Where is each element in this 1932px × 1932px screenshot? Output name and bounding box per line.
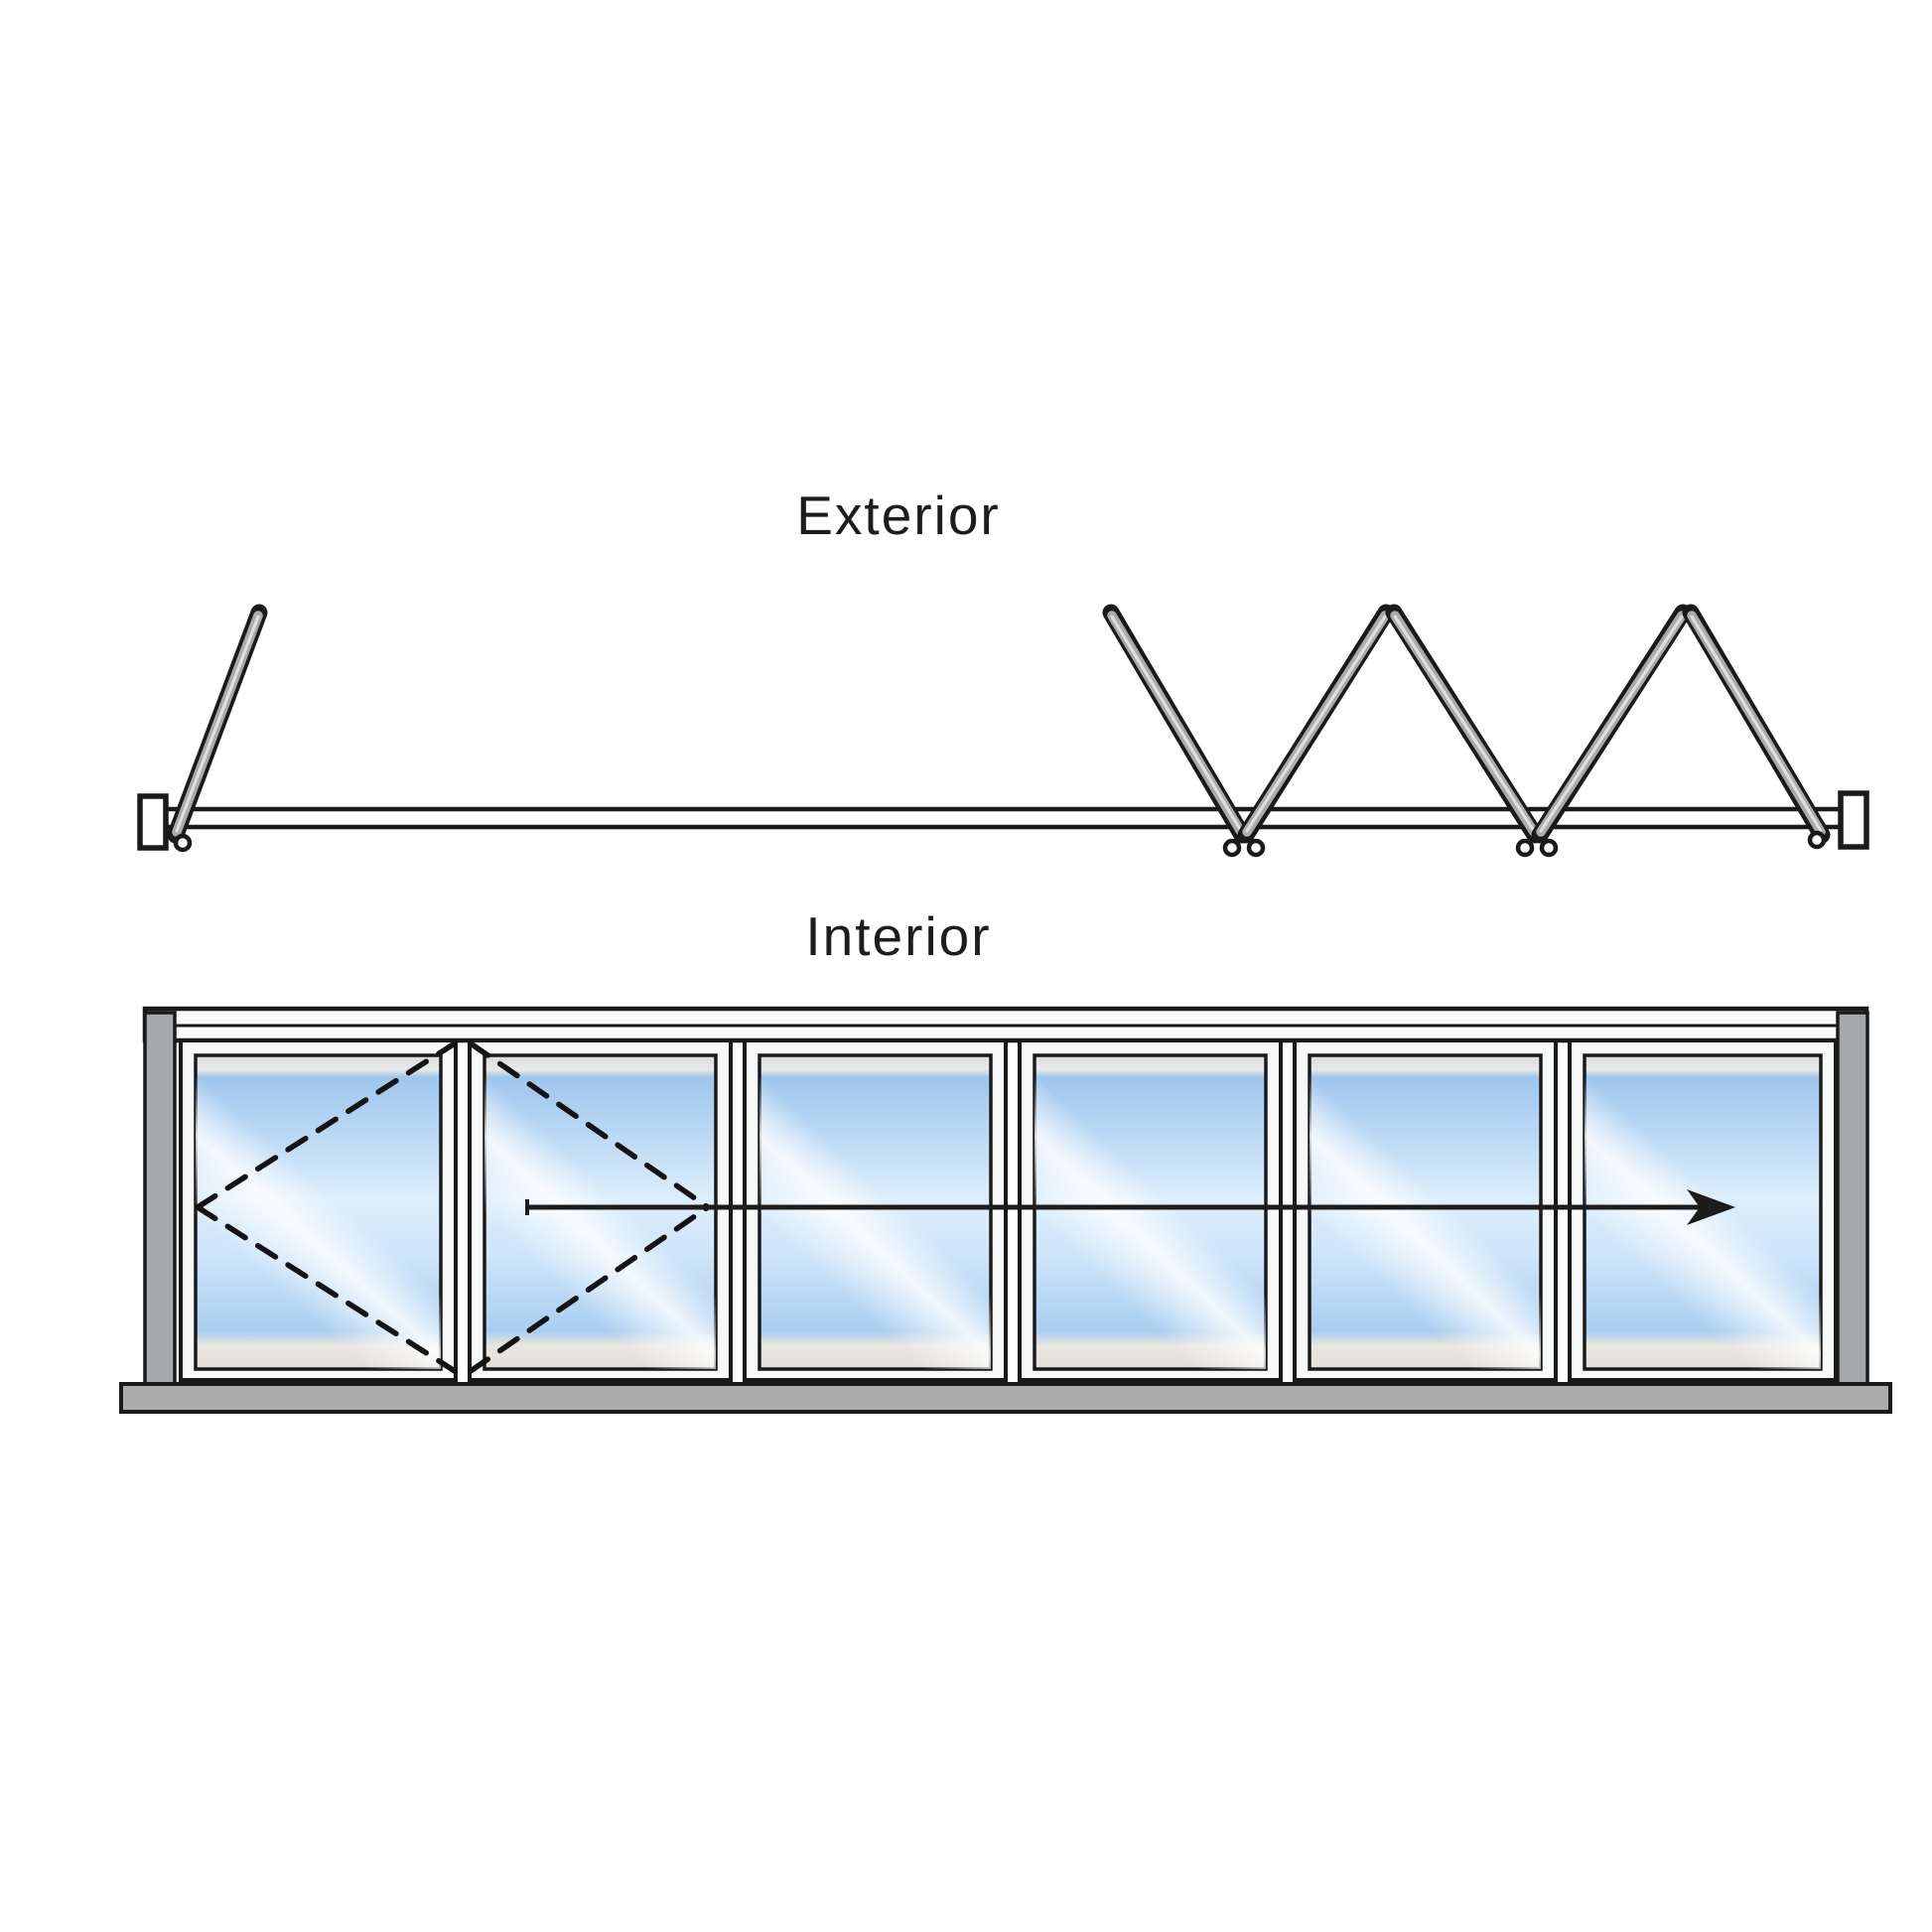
plan-left-jamb <box>137 793 169 851</box>
folding-panel-2 <box>1102 604 1251 844</box>
door-panel-6 <box>1568 1038 1838 1382</box>
hinge-knuckle <box>1515 838 1535 858</box>
door-panel-5 <box>1293 1038 1558 1382</box>
folding-panel-6 <box>1682 604 1831 844</box>
interior-elevation-view <box>119 1006 1892 1414</box>
arrowhead-icon <box>1687 1189 1735 1225</box>
door-panel-1 <box>179 1038 458 1382</box>
swing-indicator-dashes <box>195 1040 711 1374</box>
hinge-knuckle <box>1222 838 1242 858</box>
door-panel-3 <box>743 1038 1008 1382</box>
folding-panel-3 <box>1237 604 1395 844</box>
sill <box>119 1382 1892 1414</box>
door-panel-2 <box>468 1038 733 1382</box>
plan-right-jamb <box>1838 790 1869 850</box>
door-panel-4 <box>1018 1038 1283 1382</box>
hinge-knuckle <box>1539 838 1559 858</box>
folding-panel-1 <box>167 604 268 844</box>
interior-label: Interior <box>805 905 991 967</box>
folding-panel-5 <box>1531 604 1692 844</box>
slide-arrow <box>525 1189 1735 1225</box>
door-track <box>163 806 1844 830</box>
elevation-right-jamb <box>1836 1011 1869 1387</box>
hinge-knuckle <box>173 833 193 853</box>
hinge-knuckle <box>1246 838 1266 858</box>
hinge-knuckle <box>1807 830 1827 850</box>
exterior-plan-view <box>137 604 1869 858</box>
folding-panel-4 <box>1385 604 1544 844</box>
elevation-left-jamb <box>143 1011 177 1387</box>
exterior-label: Exterior <box>796 484 1001 546</box>
